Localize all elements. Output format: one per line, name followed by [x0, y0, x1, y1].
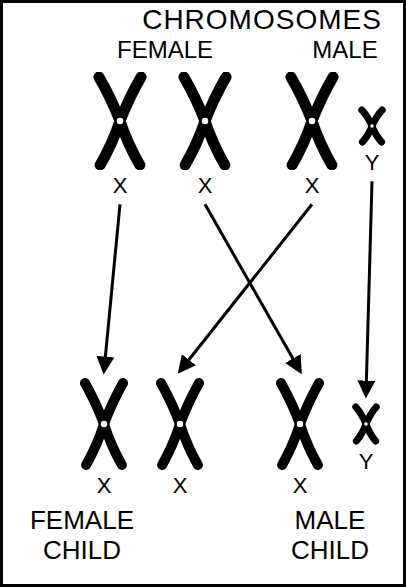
child-label: MALE CHILD: [268, 506, 392, 566]
chromosome-arm: [205, 121, 225, 165]
child-label: FEMALE CHILD: [20, 506, 144, 566]
parent-label: MALE: [312, 36, 377, 64]
chromosome-shape: [272, 378, 328, 470]
chromosome-label: Y: [349, 150, 395, 175]
chromosome-shape: [174, 72, 236, 170]
centromere: [116, 117, 124, 125]
chromosome-arm: [120, 77, 141, 121]
chromosome-node: X: [166, 72, 244, 198]
inheritance-arrow: [104, 204, 120, 371]
chromosome-node: Y: [343, 402, 389, 474]
chromosome-arm: [205, 77, 226, 121]
chromosome-node: X: [273, 72, 351, 198]
chromosome-arm: [312, 121, 332, 165]
centromere: [201, 117, 209, 125]
chromosome-arm: [180, 383, 199, 424]
chromosome-label: X: [81, 173, 159, 198]
chromosome-shape: [281, 72, 343, 170]
chromosome-node: X: [68, 378, 140, 498]
chromosome-node: Y: [349, 105, 395, 175]
chromosome-shape: [351, 402, 381, 446]
centromere: [364, 422, 369, 427]
chromosome-label: X: [264, 473, 336, 498]
diagram-title: CHROMOSOMES: [142, 4, 382, 36]
chromosome-shape: [357, 105, 387, 147]
centromere: [176, 420, 184, 428]
chromosome-label: Y: [343, 449, 389, 474]
chromosome-arm: [300, 424, 318, 465]
chromosome-arm: [300, 383, 319, 424]
chromosome-arm: [180, 424, 198, 465]
chromosome-shape: [152, 378, 208, 470]
centromere: [370, 124, 375, 129]
chromosome-label: X: [273, 173, 351, 198]
centromere: [296, 420, 304, 428]
chromosome-node: X: [81, 72, 159, 198]
parent-label: FEMALE: [117, 36, 213, 64]
chromosome-arm: [120, 121, 140, 165]
chromosome-label: X: [166, 173, 244, 198]
centromere: [100, 420, 108, 428]
chromosome-shape: [76, 378, 132, 470]
chromosome-label: X: [144, 473, 216, 498]
chromosome-shape: [89, 72, 151, 170]
inheritance-arrow: [366, 181, 372, 395]
chromosome-node: X: [264, 378, 336, 498]
chromosome-arm: [104, 424, 122, 465]
inheritance-arrow: [180, 204, 312, 371]
centromere: [308, 117, 316, 125]
chromosome-arm: [104, 383, 123, 424]
chromosome-label: X: [68, 473, 140, 498]
inheritance-arrow: [205, 204, 300, 371]
chromosome-arm: [312, 77, 333, 121]
chromosome-node: X: [144, 378, 216, 498]
